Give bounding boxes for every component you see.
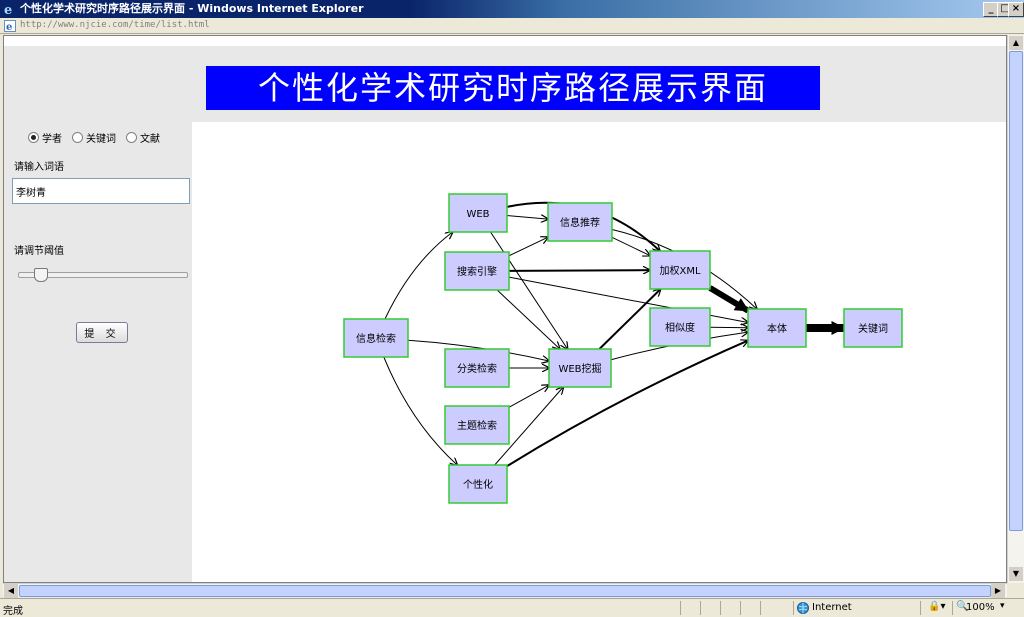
radio-scholar[interactable] <box>28 132 39 143</box>
svg-text:e: e <box>4 3 12 16</box>
edge-xxjs-web <box>385 232 453 319</box>
node-ssyq[interactable]: 搜索引擎 <box>445 252 509 290</box>
security-zone: Internet <box>812 602 852 613</box>
title-bar: e 个性化学术研究时序路径展示界面 - Windows Internet Exp… <box>0 0 1024 18</box>
node-bt[interactable]: 本体 <box>748 309 806 347</box>
radio-keyword-label[interactable]: 关键词 <box>86 130 116 145</box>
node-gxh[interactable]: 个性化 <box>449 465 507 503</box>
node-label: 主题检索 <box>457 419 497 432</box>
radio-keyword[interactable] <box>72 132 83 143</box>
node-label: 本体 <box>767 322 787 335</box>
edge-ssyq-webwj <box>497 290 560 349</box>
graph-canvas: 信息检索 WEB 搜索引擎分类检索主题检索个性化 信息推荐 WEB挖掘 加权XML 相似度 本… <box>192 122 1007 583</box>
browser-viewport: 个性化学术研究时序路径展示界面 学者 关键词 文献 请输入词语 请调节阈值 提 … <box>3 35 1007 583</box>
term-input-label: 请输入词语 <box>14 158 64 173</box>
scroll-up-icon[interactable]: ▲ <box>1009 36 1023 50</box>
node-xxtj[interactable]: 信息推荐 <box>548 203 612 241</box>
term-input[interactable] <box>12 178 190 204</box>
globe-icon <box>797 602 809 614</box>
node-label: 分类检索 <box>457 362 497 375</box>
node-xsd[interactable]: 相似度 <box>650 308 710 346</box>
status-text: 完成 <box>3 602 23 617</box>
scroll-left-icon[interactable]: ◀ <box>4 584 18 598</box>
vertical-scroll-thumb[interactable] <box>1009 51 1023 531</box>
page-header: 个性化学术研究时序路径展示界面 <box>4 46 1007 122</box>
edge-jqxml-bt <box>710 288 748 311</box>
node-web[interactable]: WEB <box>449 194 507 232</box>
edge-ssyq-xxtj <box>509 237 548 256</box>
page-title: 个性化学术研究时序路径展示界面 <box>206 66 820 110</box>
horizontal-scroll-thumb[interactable] <box>19 585 991 597</box>
edge-ztjs-webwj <box>509 385 549 407</box>
node-label: 搜索引擎 <box>457 265 497 278</box>
status-bar: 完成 Internet 🔒▾ 🔍 100% ▾ <box>0 598 1024 616</box>
zoom-dropdown-icon[interactable]: ▾ <box>1000 601 1005 611</box>
threshold-slider-thumb[interactable] <box>34 268 48 282</box>
scroll-right-icon[interactable]: ▶ <box>991 584 1005 598</box>
radio-document[interactable] <box>126 132 137 143</box>
address-bar[interactable]: e http://www.njcie.com/time/list.html <box>0 18 1024 34</box>
radio-scholar-label[interactable]: 学者 <box>42 130 62 145</box>
svg-text:e: e <box>6 22 12 32</box>
vertical-scrollbar[interactable]: ▲ ▼ <box>1007 35 1024 583</box>
threshold-label: 请调节阈值 <box>14 242 64 257</box>
search-type-group: 学者 关键词 文献 <box>28 130 170 145</box>
node-label: 信息推荐 <box>560 216 600 229</box>
node-label: 加权XML <box>659 264 700 277</box>
node-label: 信息检索 <box>356 332 396 345</box>
radio-document-label[interactable]: 文献 <box>140 130 160 145</box>
horizontal-scrollbar[interactable]: ◀ ▶ <box>3 583 1007 597</box>
edge-web-xxtj <box>507 216 548 220</box>
node-label: WEB <box>466 209 489 220</box>
node-fljs[interactable]: 分类检索 <box>445 349 509 387</box>
zoom-level[interactable]: 100% <box>966 602 995 613</box>
window-title: 个性化学术研究时序路径展示界面 - Windows Internet Explo… <box>20 0 364 18</box>
ie-logo-icon: e <box>3 2 17 16</box>
page-icon: e <box>4 20 16 32</box>
node-xxjs[interactable]: 信息检索 <box>344 319 408 357</box>
node-label: 个性化 <box>463 478 493 491</box>
node-gjc[interactable]: 关键词 <box>844 309 902 347</box>
submit-button[interactable]: 提 交 <box>76 322 128 343</box>
scroll-down-icon[interactable]: ▼ <box>1009 567 1023 581</box>
protected-mode-icon[interactable]: 🔒▾ <box>928 601 945 612</box>
edge-ssyq-jqxml <box>509 270 650 271</box>
node-jqxml[interactable]: 加权XML <box>650 251 710 289</box>
edge-xxtj-jqxml <box>612 237 650 255</box>
close-button[interactable]: × <box>1008 2 1024 17</box>
search-panel: 学者 关键词 文献 请输入词语 请调节阈值 提 交 <box>4 122 192 583</box>
node-ztjs[interactable]: 主题检索 <box>445 406 509 444</box>
node-label: 相似度 <box>665 321 695 334</box>
node-webwj[interactable]: WEB挖掘 <box>549 349 611 387</box>
node-label: 关键词 <box>858 322 888 335</box>
edge-ssyq-bt <box>509 277 748 322</box>
address-url[interactable]: http://www.njcie.com/time/list.html <box>20 20 210 30</box>
node-label: WEB挖掘 <box>558 362 601 375</box>
